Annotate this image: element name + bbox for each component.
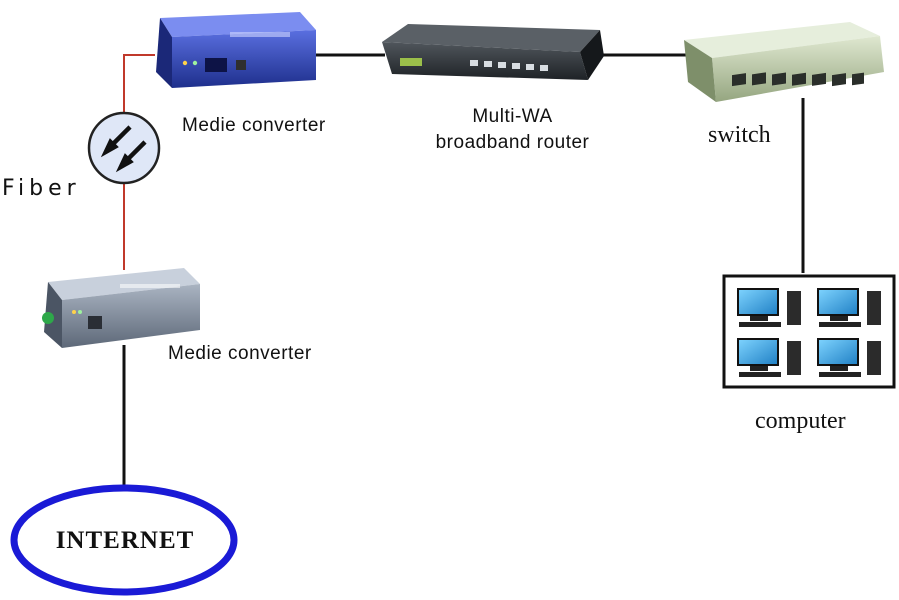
router-label-line2: broadband router [435,132,590,153]
internet-ring [10,484,238,596]
media-converter-top-label: Medie converter [182,115,326,136]
router-label-line1: Multi-WA [472,106,553,127]
media-converter-bottom-label: Medie converter [168,343,312,364]
media-converter-top-icon [156,12,316,88]
pc-4 [817,338,881,377]
fiber-label: Fiber [2,176,81,201]
switch-label: switch [708,122,771,148]
pc-1 [737,288,801,327]
media-converter-bottom-icon [42,268,200,348]
computer-label: computer [755,408,846,434]
fiber-link [123,54,155,270]
pc-3 [737,338,801,377]
fiber-coupler-icon [87,111,161,185]
switch-icon [684,22,884,102]
computer-icon [722,274,896,389]
pc-2 [817,288,881,327]
copper-links [122,53,805,485]
router-icon [382,24,604,80]
router-label: Multi-WA broadband router [410,104,615,156]
internet-label: INTERNET [55,527,195,554]
